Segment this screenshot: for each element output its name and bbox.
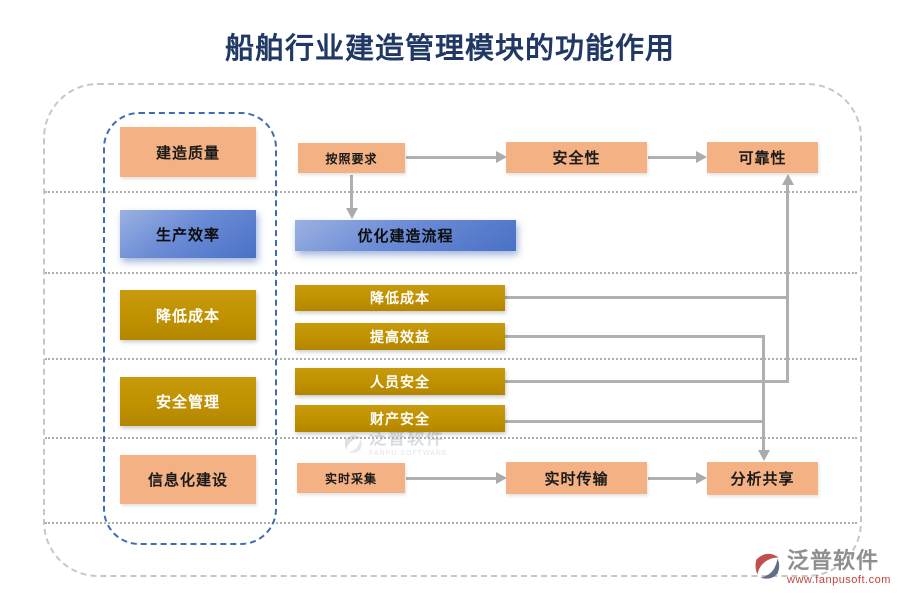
connector-requirements-down	[350, 175, 353, 209]
connector-safety-to-reliability	[648, 156, 697, 159]
reliability-node: 可靠性	[707, 142, 818, 173]
arrowhead-up-reliability	[782, 174, 794, 185]
reduce-cost-node: 降低成本	[295, 285, 505, 311]
property-safety-node: 财产安全	[295, 405, 505, 432]
safety-node: 安全性	[506, 142, 647, 173]
connector-improve-benefit-line	[505, 335, 765, 338]
realtime-collect-node: 实时采集	[297, 463, 405, 493]
connector-property-safety-line	[505, 420, 765, 423]
arrowhead-to-optimize	[346, 208, 358, 219]
connector-reduce-cost-line	[505, 296, 789, 299]
fanpu-logo-icon	[755, 553, 780, 579]
realtime-transmit-node: 实时传输	[506, 462, 647, 494]
arrowhead-to-analysis	[696, 472, 707, 484]
analysis-share-node: 分析共享	[707, 462, 818, 495]
cost-reduction-node: 降低成本	[120, 290, 256, 340]
row-separator-2	[45, 272, 857, 274]
connector-requirements-to-safety	[406, 156, 497, 159]
arrowhead-to-reliability	[696, 151, 707, 163]
connector-collect-to-transmit	[406, 477, 497, 480]
per-requirements-node: 按照要求	[298, 143, 405, 173]
left-category-panel	[103, 112, 277, 545]
connector-personnel-safety-line	[505, 380, 789, 383]
improve-benefit-node: 提高效益	[295, 323, 505, 350]
footer-url: www.fanpusoft.com	[787, 574, 891, 587]
arrowhead-down-analysis	[758, 450, 770, 461]
row-separator-1	[45, 191, 857, 193]
row-separator-4	[45, 437, 857, 439]
center-watermark: 泛普软件 FANPU SOFTWARE	[341, 430, 448, 457]
fanpu-logo-icon	[344, 434, 362, 453]
row-separator-5	[45, 522, 857, 524]
connector-up-to-reliability	[786, 184, 789, 383]
row-separator-3	[45, 358, 857, 360]
arrowhead-to-safety	[496, 151, 507, 163]
optimize-process-node: 优化建造流程	[295, 220, 516, 251]
arrowhead-to-transmit	[496, 472, 507, 484]
connector-transmit-to-analysis	[648, 477, 697, 480]
footer-brand: 泛普软件	[787, 548, 880, 573]
personnel-safety-node: 人员安全	[295, 368, 505, 395]
production-efficiency-node: 生产效率	[120, 210, 256, 258]
page-title: 船舶行业建造管理模块的功能作用	[224, 33, 675, 65]
safety-management-node: 安全管理	[120, 377, 256, 426]
watermark-brand-en: FANPU SOFTWARE	[369, 450, 448, 457]
construction-quality-node: 建造质量	[120, 127, 256, 177]
connector-down-to-analysis	[762, 335, 765, 451]
informatization-node: 信息化建设	[120, 455, 256, 504]
footer-watermark: 泛普软件 www.fanpusoft.com	[750, 548, 891, 587]
diagram-outer-frame	[43, 83, 862, 577]
